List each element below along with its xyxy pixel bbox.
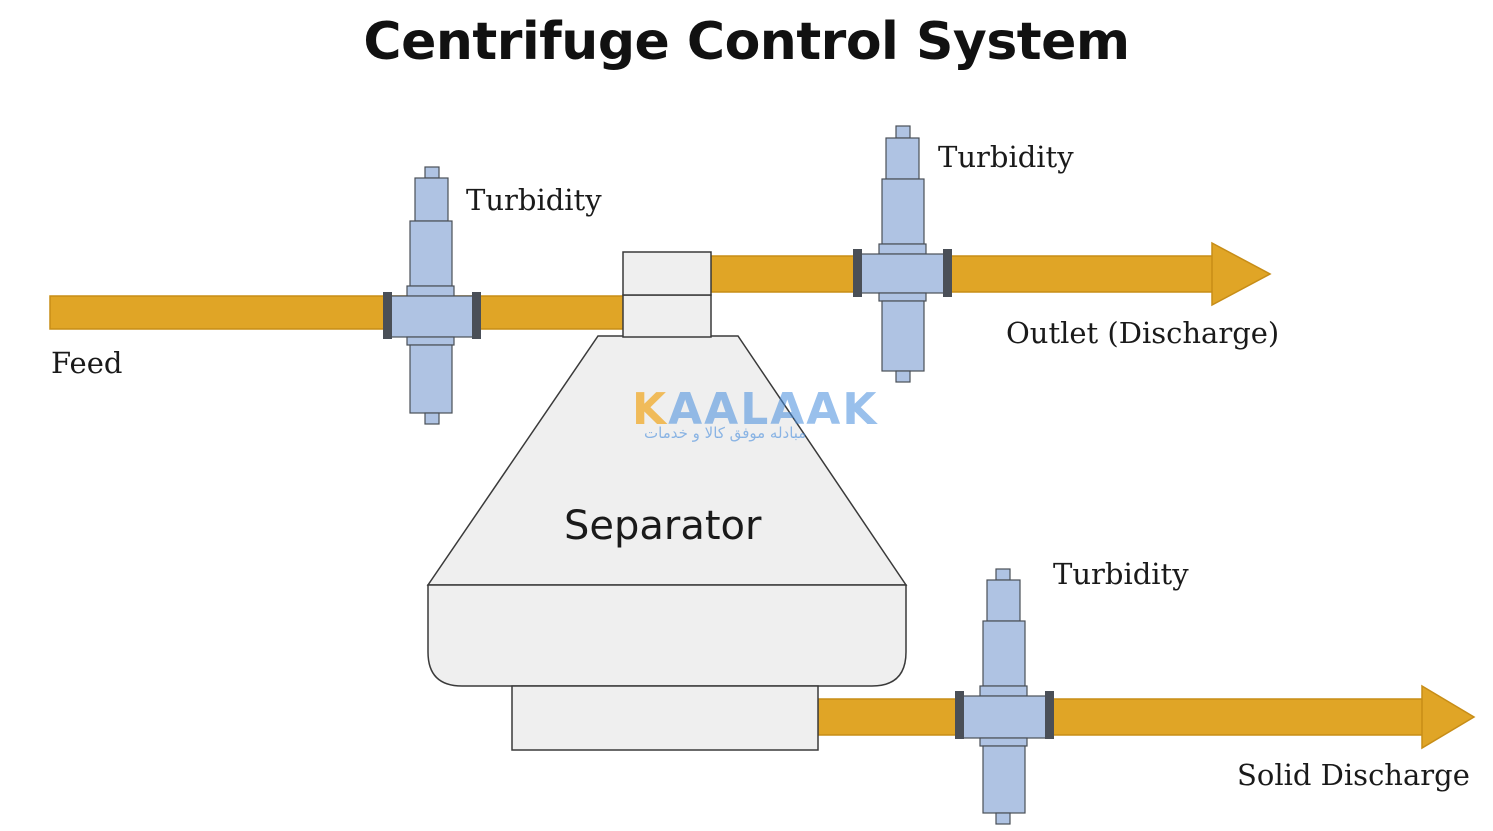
separator-label: Separator [564, 503, 762, 549]
turbidity-sensor-solid [955, 568, 1054, 825]
outlet-pipe [710, 255, 1215, 293]
outlet-label: Outlet (Discharge) [1006, 316, 1280, 350]
watermark-logo: KAALAAK [632, 384, 878, 435]
outlet-arrowhead [1211, 241, 1272, 307]
separator-inlet-lower [622, 294, 712, 338]
outlet-turbidity-label: Turbidity [938, 140, 1074, 174]
watermark-tagline: مبادله موفق کالا و خدمات [644, 424, 807, 442]
diagram-title: Centrifuge Control System [363, 12, 1130, 72]
turbidity-sensor-feed [383, 166, 481, 425]
feed-turbidity-label: Turbidity [466, 183, 602, 217]
feed-pipe [49, 295, 625, 330]
feed-label: Feed [51, 346, 123, 380]
solid-arrowhead [1421, 684, 1476, 750]
turbidity-sensor-outlet [853, 125, 952, 383]
separator-drum [427, 584, 907, 687]
solid-discharge-label: Solid Discharge [1237, 758, 1470, 792]
solid-pipe [817, 698, 1425, 736]
watermark-logo-first-letter: K [632, 384, 669, 435]
watermark-logo-rest: AALAAK [668, 384, 879, 435]
solid-turbidity-label: Turbidity [1053, 557, 1189, 591]
separator-base [511, 685, 819, 751]
separator-inlet-upper [622, 251, 712, 296]
separator [426, 251, 908, 751]
